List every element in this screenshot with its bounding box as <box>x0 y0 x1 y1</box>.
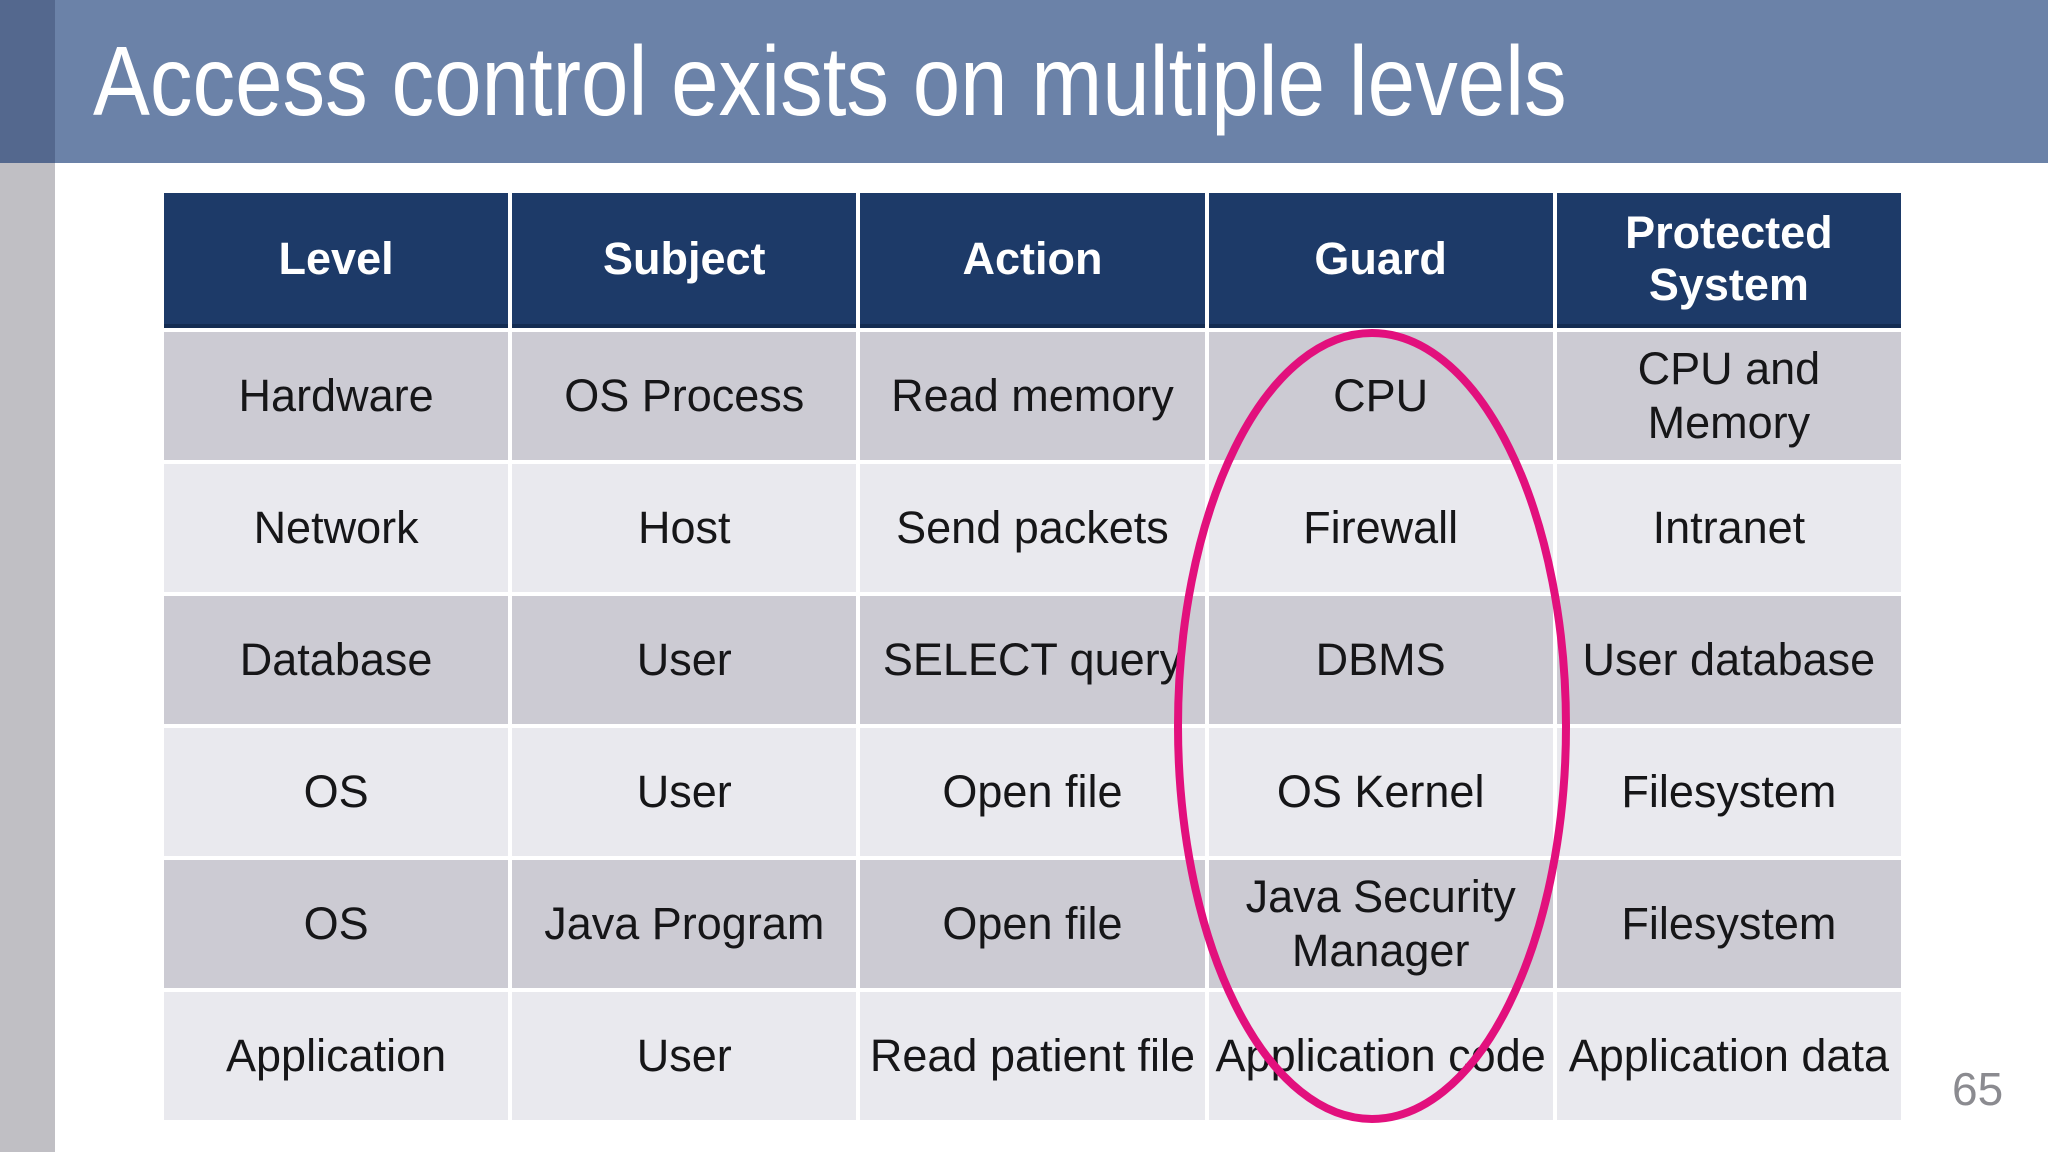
table-cell: Intranet <box>1556 464 1901 592</box>
left-stripe-top <box>0 0 55 163</box>
table-cell: Open file <box>860 728 1205 856</box>
table-cell: Filesystem <box>1556 728 1901 856</box>
table-cell: Database <box>164 596 509 724</box>
table-cell: Network <box>164 464 509 592</box>
table-cell: Host <box>512 464 857 592</box>
table-row: Network Host Send packets Firewall Intra… <box>164 464 1901 592</box>
table-row: OS Java Program Open file Java Security … <box>164 860 1901 988</box>
table-cell: OS Kernel <box>1208 728 1553 856</box>
table-cell: Open file <box>860 860 1205 988</box>
table-cell: CPU <box>1208 332 1553 460</box>
table-cell: OS <box>164 728 509 856</box>
table-cell: SELECT query <box>860 596 1205 724</box>
table-cell: Application <box>164 992 509 1120</box>
table-cell: Application code <box>1208 992 1553 1120</box>
table-row: Hardware OS Process Read memory CPU CPU … <box>164 332 1901 460</box>
table-cell: User <box>512 728 857 856</box>
table-cell: User database <box>1556 596 1901 724</box>
column-header-subject: Subject <box>512 193 857 328</box>
table-cell: Read memory <box>860 332 1205 460</box>
access-control-table: Level Subject Action Guard Protected Sys… <box>160 189 1905 1124</box>
table-row: OS User Open file OS Kernel Filesystem <box>164 728 1901 856</box>
table-cell: Application data <box>1556 992 1901 1120</box>
table-cell: Java Program <box>512 860 857 988</box>
table-cell: OS <box>164 860 509 988</box>
table-row: Application User Read patient file Appli… <box>164 992 1901 1120</box>
table-cell: User <box>512 596 857 724</box>
table-cell: Hardware <box>164 332 509 460</box>
left-stripe-side <box>0 163 55 1152</box>
table-cell: CPU and Memory <box>1556 332 1901 460</box>
slide-title: Access control exists on multiple levels <box>93 26 1567 136</box>
table-header-row: Level Subject Action Guard Protected Sys… <box>164 193 1901 328</box>
table-cell: Java Security Manager <box>1208 860 1553 988</box>
table-cell: DBMS <box>1208 596 1553 724</box>
column-header-protected-system: Protected System <box>1556 193 1901 328</box>
table-cell: Filesystem <box>1556 860 1901 988</box>
table-cell: User <box>512 992 857 1120</box>
column-header-action: Action <box>860 193 1205 328</box>
table-cell: Read patient file <box>860 992 1205 1120</box>
table-cell: Send packets <box>860 464 1205 592</box>
table-row: Database User SELECT query DBMS User dat… <box>164 596 1901 724</box>
column-header-level: Level <box>164 193 509 328</box>
table-cell: OS Process <box>512 332 857 460</box>
table-cell: Firewall <box>1208 464 1553 592</box>
column-header-guard: Guard <box>1208 193 1553 328</box>
title-band <box>0 0 2048 163</box>
page-number: 65 <box>1952 1063 2004 1115</box>
